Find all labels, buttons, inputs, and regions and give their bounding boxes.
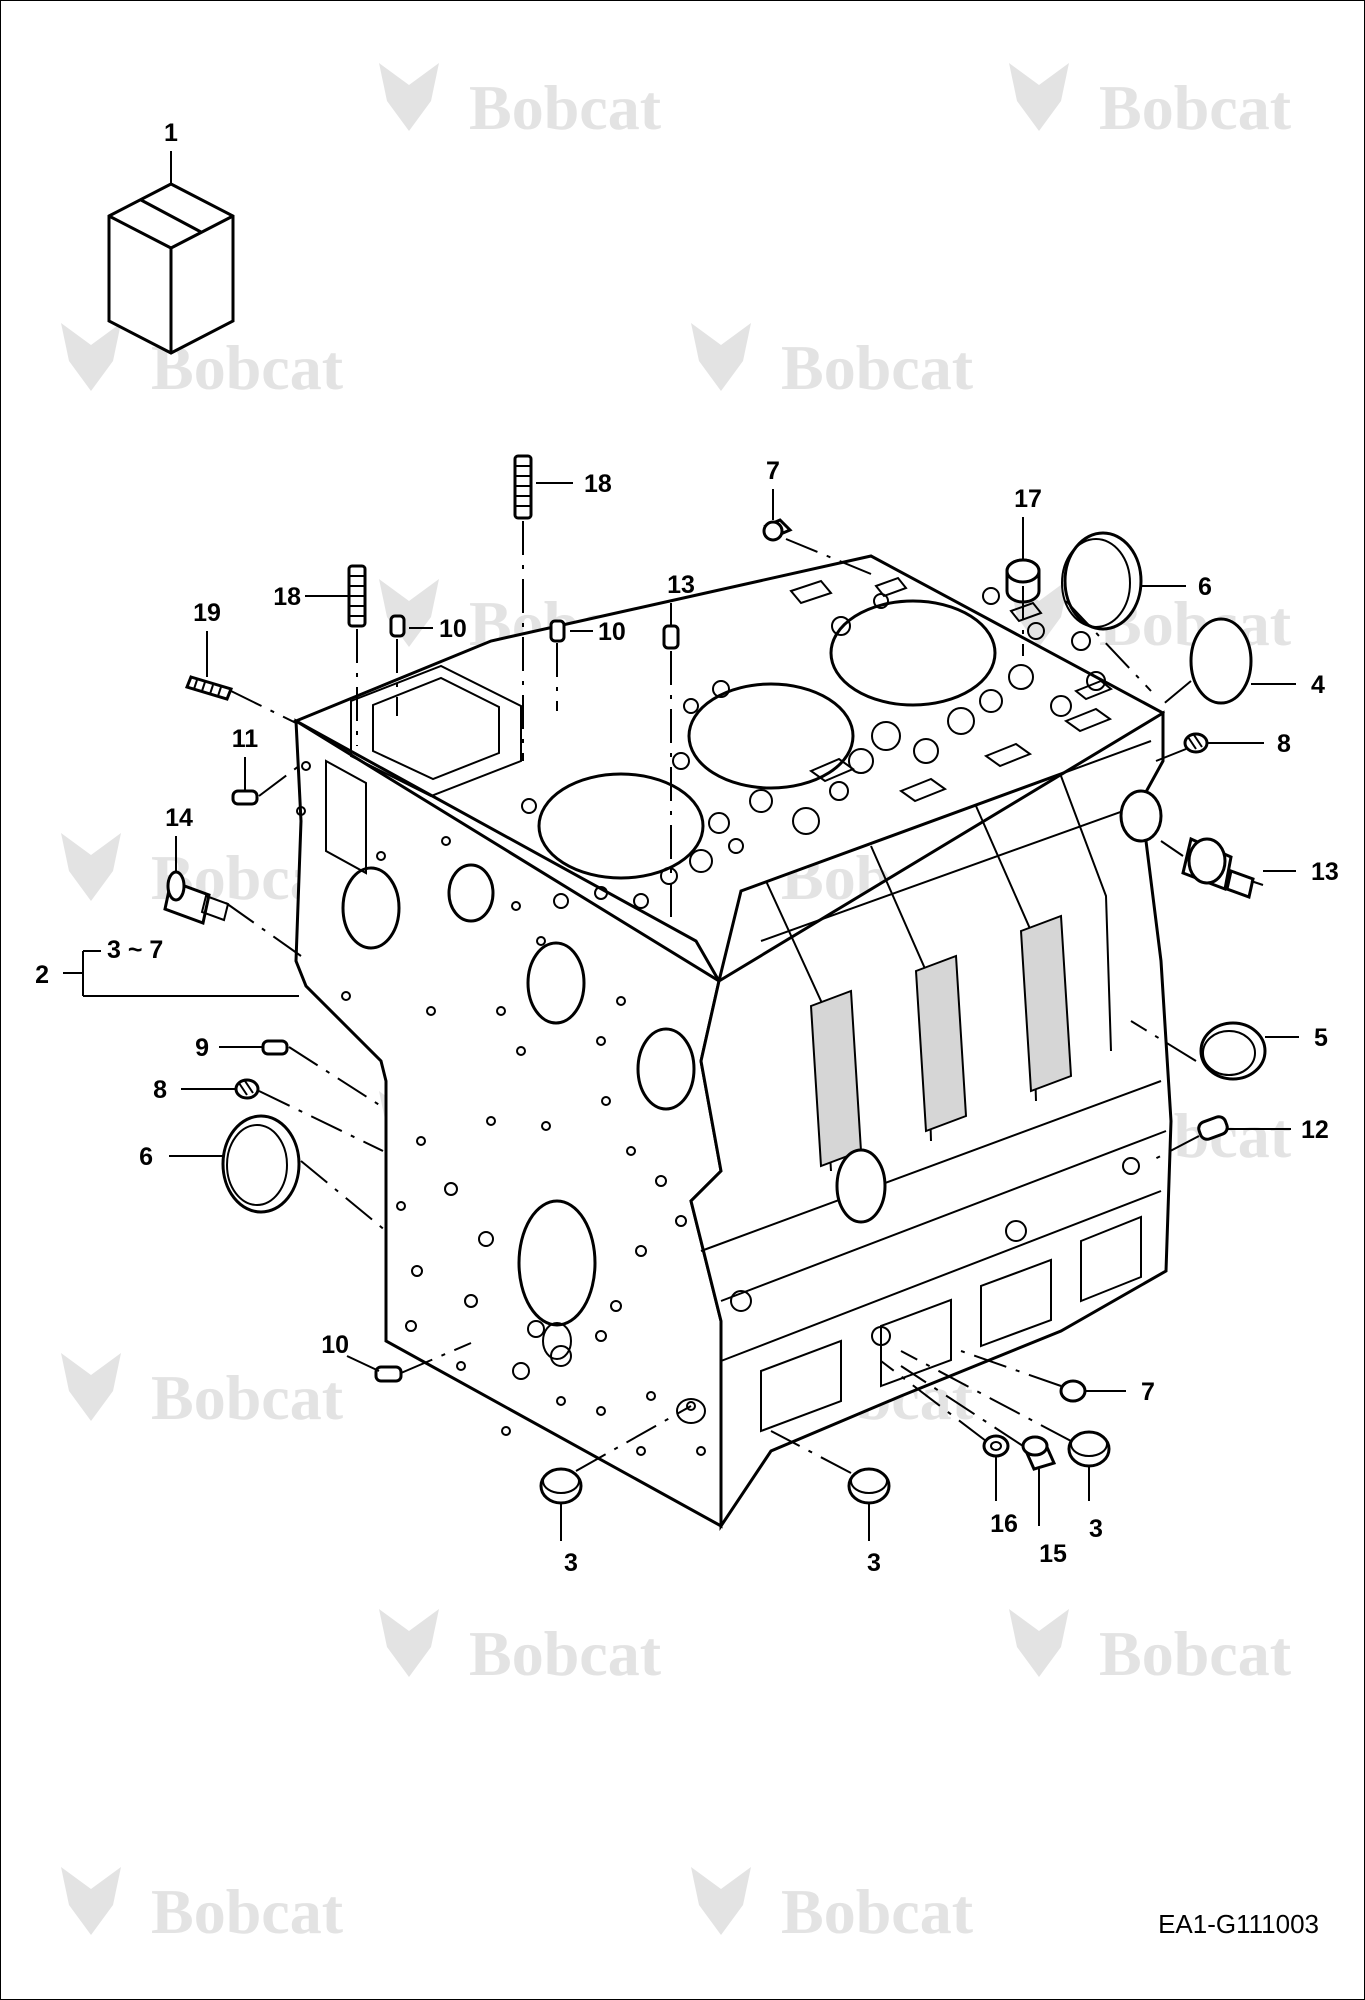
part-plug-8-left [234, 1078, 260, 1100]
callout-4: 4 [1311, 671, 1325, 699]
watermark-logo: Bobcat [379, 1609, 662, 1689]
watermark-logo: Bobcat [379, 63, 662, 143]
part-stud-18-short [347, 564, 367, 628]
cylinder-bore [829, 599, 997, 707]
watermark-text: Bobcat [781, 332, 974, 403]
callout-3-7: 3 ~ 7 [107, 936, 163, 964]
watermark-logo: Bobcat [691, 1867, 974, 1947]
cylinder-bore [687, 682, 855, 790]
callout-8-left: 8 [153, 1076, 167, 1104]
part-ring-5 [1199, 1021, 1267, 1081]
part-sensor-14 [163, 870, 230, 926]
watermark-logo: Bobcat [61, 1867, 344, 1947]
part-kit-box [107, 182, 235, 355]
callout-5: 5 [1314, 1024, 1328, 1052]
watermark-logo: Bobcat [691, 323, 974, 403]
callout-18-left: 18 [273, 583, 301, 611]
part-plug-4 [1189, 617, 1253, 705]
callout-3-left: 3 [564, 1549, 578, 1577]
callout-7-top: 7 [766, 457, 780, 485]
callout-3-middle: 3 [867, 1549, 881, 1577]
part-cap-17 [1005, 558, 1041, 604]
callout-8-right: 8 [1277, 730, 1291, 758]
part-plug-7-top [762, 518, 793, 542]
part-dowel-pin-10a [389, 614, 406, 638]
part-plug-3-middle [847, 1467, 891, 1505]
watermark-text: Bobcat [1099, 72, 1292, 143]
callout-17: 17 [1014, 485, 1042, 513]
callout-18-top: 18 [584, 470, 612, 498]
part-plug-6-top [1061, 531, 1143, 631]
callout-11: 11 [232, 725, 259, 753]
callout-10-left: 10 [439, 615, 467, 643]
cylinder-block [292, 554, 1173, 1531]
callout-1: 1 [164, 119, 178, 147]
watermark-text: Bobcat [781, 1876, 974, 1947]
leader-lines [63, 151, 1299, 1541]
part-pin-9 [261, 1039, 289, 1056]
watermark-text: Bobcat [1099, 1618, 1292, 1689]
callout-16: 16 [990, 1510, 1018, 1538]
part-plug-3-right [1067, 1430, 1111, 1468]
callout-2: 2 [35, 961, 49, 989]
part-plug-7-bottom [1059, 1379, 1087, 1403]
part-ring-6-left [221, 1114, 301, 1214]
callout-19: 19 [193, 599, 221, 627]
callout-10-middle: 10 [598, 618, 626, 646]
watermark-text: Bobcat [469, 72, 662, 143]
watermark-logo: Bobcat [61, 1353, 344, 1433]
alignment-lines [225, 521, 1200, 1474]
cylinder-bore [537, 772, 705, 880]
part-stud-19 [184, 675, 234, 701]
callout-6-top: 6 [1198, 573, 1212, 601]
part-dowel-pin-10b [549, 619, 566, 643]
part-stud-18-tall [513, 454, 533, 520]
part-switch-13 [1181, 836, 1264, 899]
part-plug-15 [1021, 1435, 1057, 1471]
part-plug-3-left [539, 1467, 583, 1505]
watermark-text: Bobcat [151, 1362, 344, 1433]
part-washer-16 [982, 1434, 1010, 1458]
part-pin-12 [1197, 1115, 1229, 1141]
callout-6-left: 6 [139, 1143, 153, 1171]
watermark-text: Bobcat [151, 1876, 344, 1947]
callout-3-right: 3 [1089, 1515, 1103, 1543]
callout-7-bottom: 7 [1141, 1378, 1155, 1406]
drawing-code: EA1-G111003 [1158, 1909, 1319, 1939]
part-pin-10c [374, 1365, 403, 1383]
callout-13-right: 13 [1311, 858, 1339, 886]
watermark-logo: Bobcat [1009, 1609, 1292, 1689]
callout-14: 14 [165, 804, 193, 832]
callout-9: 9 [195, 1034, 209, 1062]
part-dowel-pin-13 [662, 624, 680, 650]
callout-12: 12 [1301, 1116, 1329, 1144]
part-pin-11 [231, 789, 259, 806]
part-plug-8-right [1183, 732, 1209, 754]
watermark-logo: Bobcat [1009, 63, 1292, 143]
callout-15: 15 [1039, 1540, 1067, 1568]
watermark-text: Bobcat [469, 1618, 662, 1689]
callout-10-bottom: 10 [321, 1331, 349, 1359]
callout-13-top: 13 [667, 571, 695, 599]
callout-labels: 1 2 3 ~ 7 3 3 3 4 5 6 6 7 7 8 8 9 10 10 … [35, 119, 1339, 1577]
